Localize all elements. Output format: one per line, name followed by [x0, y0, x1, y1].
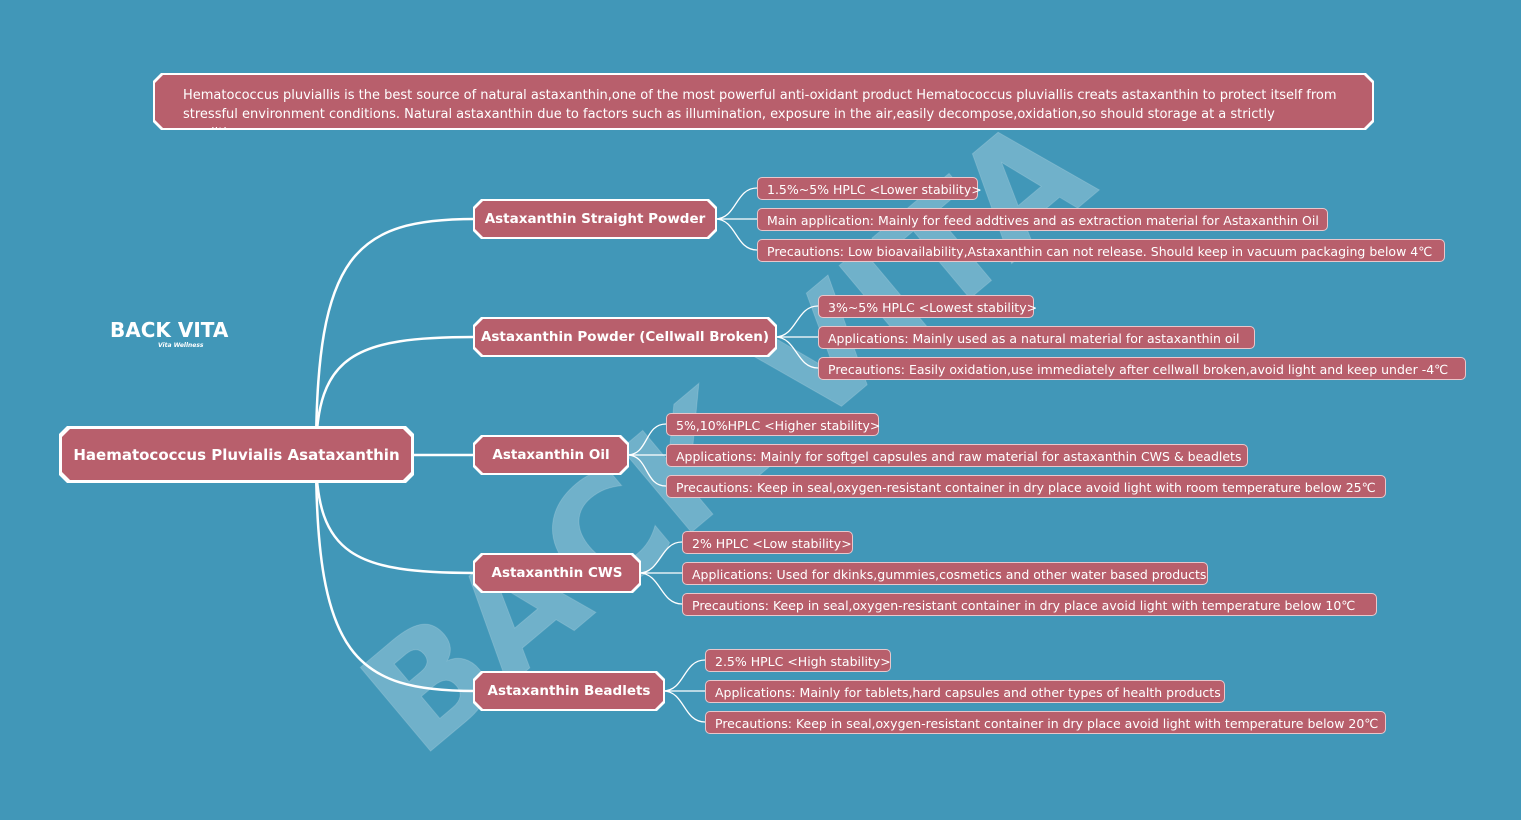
leaf-node: 2% HPLC <Low stability> — [682, 531, 853, 554]
leaf-node: 3%~5% HPLC <Lowest stability> — [818, 295, 1037, 318]
brand-logo: BACK VITA Vita Wellness — [110, 318, 230, 354]
connector-line — [314, 335, 476, 456]
leaf-node: Applications: Mainly for softgel capsule… — [666, 444, 1248, 467]
connector-line — [314, 217, 476, 456]
logo-brand-text: BACK VITA — [110, 318, 229, 342]
connector-line — [626, 454, 667, 487]
connector-lines — [314, 187, 819, 723]
leaf-node: Applications: Mainly used as a natural m… — [818, 326, 1255, 349]
connector-line — [662, 690, 706, 723]
leaf-node: Applications: Mainly for tablets,hard ca… — [705, 680, 1225, 703]
leaf-node: Precautions: Easily oxidation,use immedi… — [818, 357, 1466, 380]
connector-line — [626, 423, 667, 456]
intro-text: Hematococcus pluviallis is the best sour… — [155, 75, 1372, 128]
branch-node: Astaxanthin Straight Powder — [475, 201, 715, 237]
leaf-node: Precautions: Keep in seal,oxygen-resista… — [666, 475, 1386, 498]
leaf-node: Precautions: Keep in seal,oxygen-resista… — [682, 593, 1377, 616]
leaf-node: Precautions: Low bioavailability,Astaxan… — [757, 239, 1445, 262]
connector-line — [714, 218, 758, 251]
connector-line — [774, 305, 819, 338]
connector-line — [314, 454, 476, 693]
connector-line — [638, 541, 683, 574]
branch-node: Astaxanthin Beadlets — [475, 673, 663, 709]
leaf-node: 1.5%~5% HPLC <Lower stability> — [757, 177, 982, 200]
leaf-node: 5%,10%HPLC <Higher stability> — [666, 413, 880, 436]
leaf-node: 2.5% HPLC <High stability> — [705, 649, 891, 672]
connector-line — [774, 336, 819, 369]
leaf-node: Applications: Used for dkinks,gummies,co… — [682, 562, 1208, 585]
connector-line — [638, 572, 683, 605]
leaf-node: Precautions: Keep in seal,oxygen-resista… — [705, 711, 1386, 734]
connector-line — [714, 187, 758, 220]
logo-tagline: Vita Wellness — [158, 342, 204, 349]
connector-line — [314, 454, 476, 575]
connector-line — [662, 659, 706, 692]
branch-node: Astaxanthin Powder (Cellwall Broken) — [475, 319, 775, 355]
branch-node: Astaxanthin CWS — [475, 555, 639, 591]
branch-node: Astaxanthin Oil — [475, 437, 627, 473]
leaf-node: Main application: Mainly for feed addtiv… — [757, 208, 1328, 231]
root-node: Haematococcus Pluvialis Asataxanthin — [62, 429, 411, 480]
